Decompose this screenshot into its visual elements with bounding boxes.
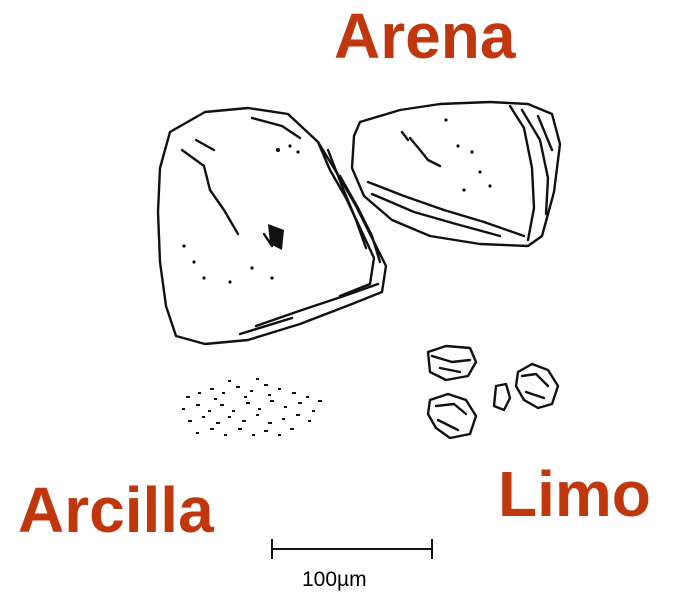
silt-grains [428, 346, 558, 438]
scale-bar [272, 539, 432, 559]
label-arena: Arena [334, 4, 515, 68]
clay-particles [182, 378, 322, 436]
label-arcilla: Arcilla [18, 478, 214, 542]
label-limo: Limo [498, 462, 651, 526]
sand-grain-small [352, 102, 560, 246]
scale-bar-label: 100µm [302, 569, 367, 590]
